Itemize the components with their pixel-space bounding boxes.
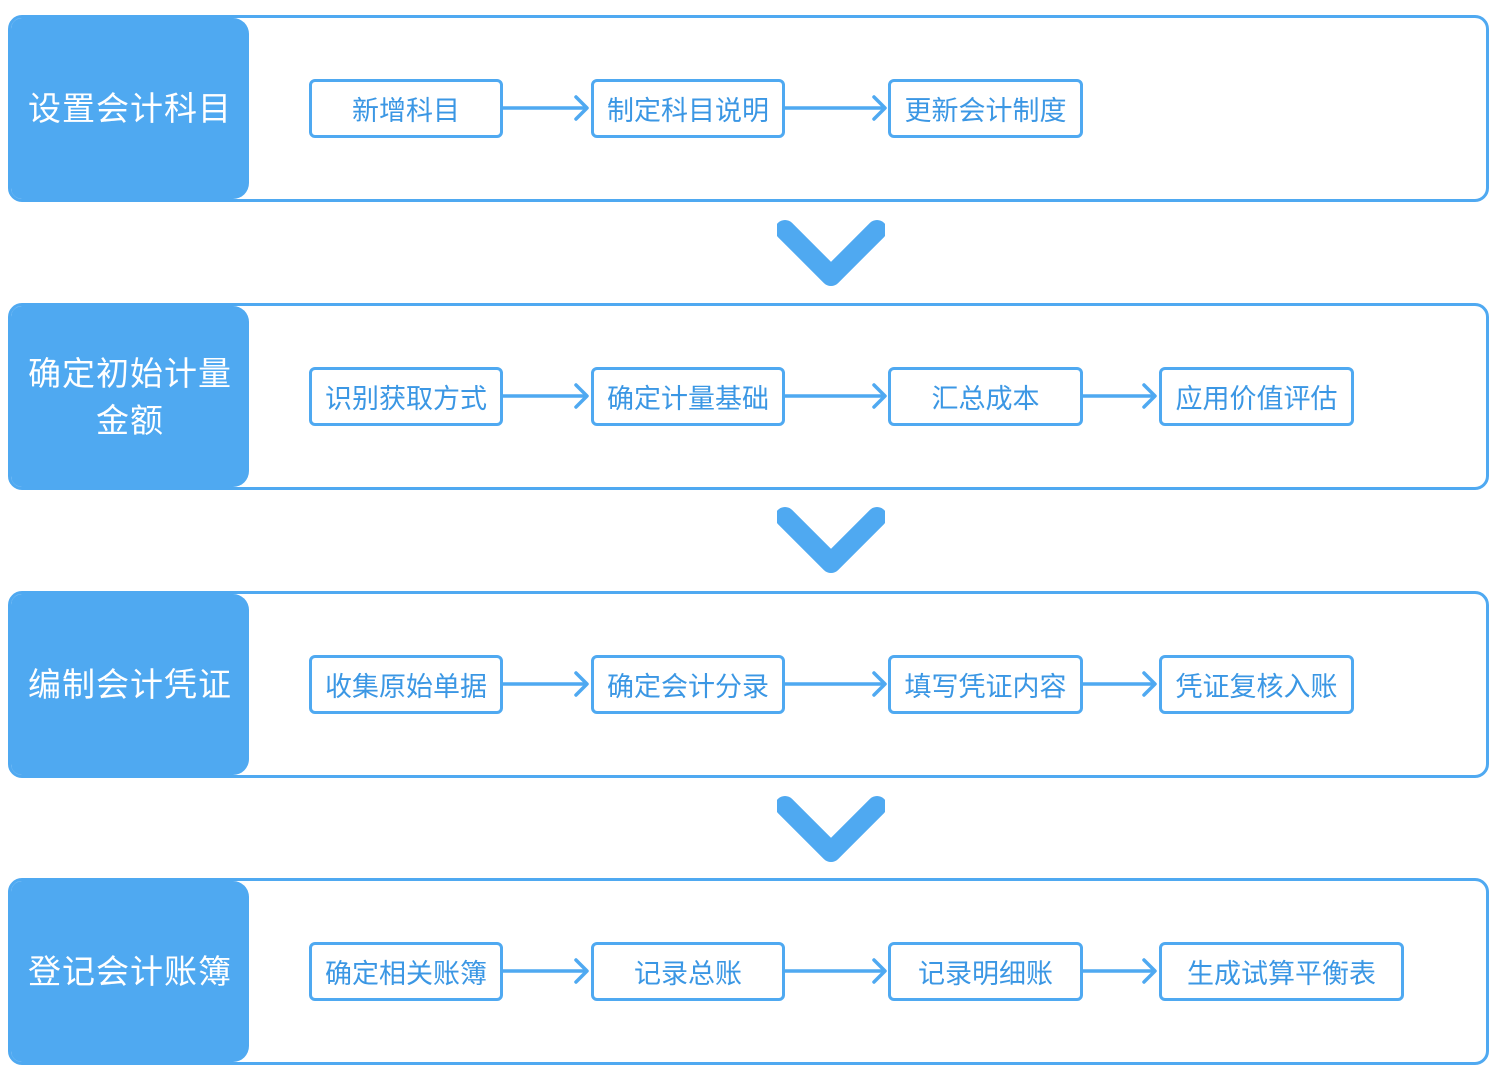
arrow-right-icon	[1083, 671, 1157, 697]
stage-1-panel: 设置会计科目 新增科目 制定科目说明 更新会计制度	[8, 15, 1489, 202]
stage-2-title: 确定初始计量 金额	[11, 306, 249, 487]
arrow-right-icon	[1083, 383, 1157, 409]
step-2-2: 确定计量基础	[591, 367, 785, 426]
step-2-4: 应用价值评估	[1159, 367, 1354, 426]
chevron-down-icon	[777, 507, 885, 573]
chevron-down-icon	[777, 796, 885, 862]
arrow-right-icon	[785, 958, 887, 984]
stage-4-panel: 登记会计账簿 确定相关账簿 记录总账 记录明细账 生成试算平衡表	[8, 878, 1489, 1065]
step-3-2: 确定会计分录	[591, 655, 785, 714]
arrow-right-icon	[785, 671, 887, 697]
step-1-1: 新增科目	[309, 79, 503, 138]
step-1-2: 制定科目说明	[591, 79, 785, 138]
arrow-right-icon	[503, 383, 589, 409]
step-3-4: 凭证复核入账	[1159, 655, 1354, 714]
stage-3-panel: 编制会计凭证 收集原始单据 确定会计分录 填写凭证内容 凭证复核入账	[8, 591, 1489, 778]
stage-4-title: 登记会计账簿	[11, 881, 249, 1062]
stage-3-title: 编制会计凭证	[11, 594, 249, 775]
step-4-2: 记录总账	[591, 942, 785, 1001]
stage-2-panel: 确定初始计量 金额 识别获取方式 确定计量基础 汇总成本 应用价值评估	[8, 303, 1489, 490]
step-1-3: 更新会计制度	[888, 79, 1083, 138]
chevron-down-icon	[777, 220, 885, 286]
arrow-right-icon	[503, 958, 589, 984]
step-2-1: 识别获取方式	[309, 367, 503, 426]
arrow-right-icon	[785, 95, 887, 121]
arrow-right-icon	[785, 383, 887, 409]
arrow-right-icon	[503, 671, 589, 697]
arrow-right-icon	[1083, 958, 1157, 984]
step-4-4: 生成试算平衡表	[1159, 942, 1404, 1001]
step-3-1: 收集原始单据	[309, 655, 503, 714]
step-2-3: 汇总成本	[888, 367, 1083, 426]
arrow-right-icon	[503, 95, 589, 121]
step-4-3: 记录明细账	[888, 942, 1083, 1001]
step-4-1: 确定相关账簿	[309, 942, 503, 1001]
stage-1-title: 设置会计科目	[11, 18, 249, 199]
step-3-3: 填写凭证内容	[888, 655, 1083, 714]
